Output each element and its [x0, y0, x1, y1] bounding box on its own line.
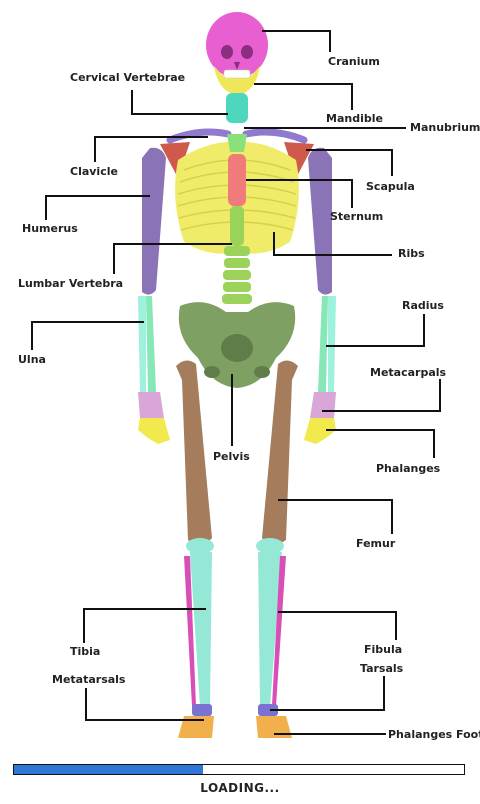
mandible-bone	[214, 66, 260, 95]
teeth	[223, 69, 251, 79]
phalanges-leader	[326, 429, 435, 458]
label-pelvis: Pelvis	[213, 450, 250, 463]
right-eye-socket	[241, 45, 253, 59]
tibia-left	[190, 552, 212, 706]
label-metatarsals: Metatarsals	[52, 673, 126, 686]
tarsals-left	[192, 704, 212, 716]
ulna-left	[138, 296, 146, 392]
fibula-leader	[278, 611, 397, 640]
label-humerus: Humerus	[22, 222, 78, 235]
label-fibula: Fibula	[364, 643, 403, 656]
scapula-left	[160, 142, 190, 178]
cervical-vertebrae-bone	[226, 93, 248, 123]
leader-lines	[31, 30, 441, 735]
femur-right	[262, 360, 298, 545]
thoracic-spine	[230, 206, 244, 246]
label-ribs: Ribs	[398, 247, 425, 260]
metacarpals-leader	[322, 379, 441, 412]
label-scapula: Scapula	[366, 180, 415, 193]
label-femur: Femur	[356, 537, 396, 550]
femur-leader	[278, 499, 393, 534]
phalanges-foot-right	[256, 716, 292, 738]
tibia-right	[258, 552, 282, 706]
metatarsals-leader	[85, 688, 204, 721]
loading-text: LOADING...	[200, 781, 280, 795]
label-clavicle: Clavicle	[70, 165, 118, 178]
label-tibia: Tibia	[70, 645, 101, 658]
cranium-bone	[206, 12, 268, 78]
obturator-right	[254, 366, 270, 378]
fibula-left	[184, 556, 196, 706]
phalanges-right	[304, 418, 336, 444]
phalanges-foot-left	[178, 716, 214, 738]
label-phalanges-foot: Phalanges Foot	[388, 728, 480, 741]
label-radius: Radius	[402, 299, 444, 312]
loading-progress-fill	[14, 765, 203, 774]
knee-left	[186, 538, 214, 554]
mandible-leader	[254, 83, 353, 110]
clavicle-right	[242, 128, 308, 144]
metacarpals-left	[138, 392, 164, 418]
label-tarsals: Tarsals	[360, 662, 404, 675]
radius-leader	[326, 314, 425, 347]
humerus-right	[308, 147, 332, 295]
label-manubrium: Manubrium	[410, 121, 480, 134]
tarsals-right	[258, 704, 278, 716]
scapula-leader	[306, 149, 393, 176]
nose-cavity	[234, 62, 240, 70]
label-phalanges: Phalanges	[376, 462, 441, 475]
ribs-leader	[273, 232, 392, 256]
sternum-leader	[246, 179, 353, 208]
manubrium-bone	[227, 134, 247, 152]
knee-right	[256, 538, 284, 554]
radius-right	[318, 296, 328, 392]
metacarpals-right	[310, 392, 336, 418]
label-mandible: Mandible	[326, 112, 383, 125]
label-cervical-vertebrae: Cervical Vertebrae	[70, 71, 186, 84]
lumbar-vertebra-bone	[222, 246, 252, 304]
clavicle-leader	[94, 136, 208, 162]
label-ulna: Ulna	[18, 353, 46, 366]
obturator-left	[204, 366, 220, 378]
label-metacarpals: Metacarpals	[370, 366, 447, 379]
loading-progress-bar	[13, 764, 465, 775]
lumbar-vertebra-leader	[113, 243, 232, 274]
tibia-leader	[83, 608, 206, 643]
fibula-right	[272, 556, 286, 706]
label-lumbar-vertebra: Lumbar Vertebra	[18, 277, 124, 290]
cervical-vertebrae-leader	[131, 90, 228, 115]
label-cranium: Cranium	[328, 55, 380, 68]
radius-left	[146, 296, 156, 392]
label-sternum: Sternum	[330, 210, 384, 223]
humerus-left	[142, 147, 166, 295]
sternum-bone	[228, 154, 246, 206]
left-eye-socket	[221, 45, 233, 59]
cranium-leader	[262, 30, 331, 52]
pelvis-opening	[221, 334, 253, 362]
ulna-right	[328, 296, 336, 392]
femur-left	[176, 360, 212, 545]
clavicle-left	[166, 128, 232, 144]
humerus-leader	[45, 195, 150, 220]
phalanges-left	[138, 418, 170, 444]
ulna-leader	[31, 321, 144, 350]
tarsals-leader	[270, 676, 385, 711]
